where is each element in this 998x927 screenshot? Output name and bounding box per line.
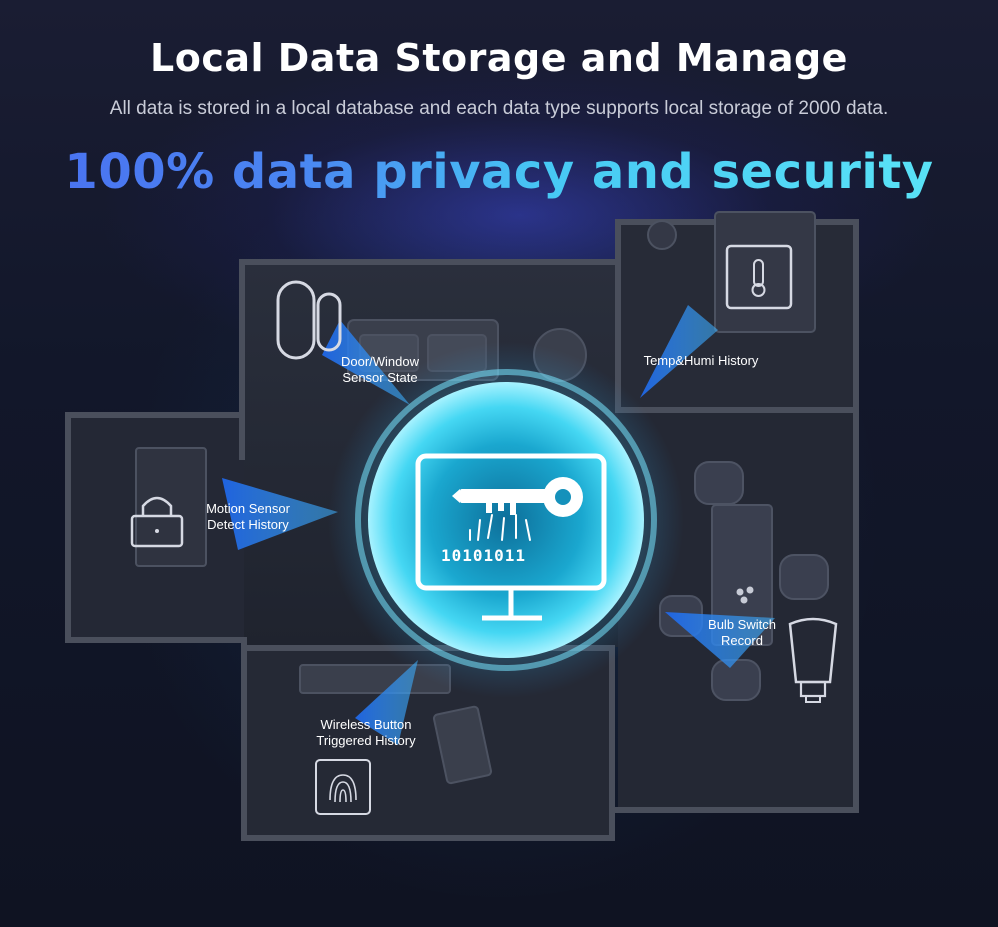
dining-chair — [711, 659, 761, 701]
bed — [714, 211, 816, 333]
thermometer-icon — [725, 244, 793, 310]
data-stream-lines — [469, 514, 531, 541]
beam-wireless — [355, 660, 418, 745]
label-line: Temp&Humi History — [643, 353, 759, 368]
nightstand — [647, 220, 677, 250]
beam-bulb — [665, 612, 775, 668]
privacy-tagline: 100% data privacy and security — [0, 144, 998, 200]
binary-code: 10101011 — [441, 546, 526, 565]
label-bulb-switch: Bulb Switch Record — [690, 617, 794, 649]
table-ornament — [736, 586, 754, 604]
page-title: Local Data Storage and Manage — [150, 36, 848, 80]
door-window-sensor-icon — [276, 280, 342, 360]
dining-furniture — [659, 461, 829, 701]
beam-temp-humi — [640, 305, 718, 398]
light-bulb-icon — [788, 617, 838, 703]
outer-wall — [65, 219, 859, 841]
label-line: Motion Sensor — [206, 501, 290, 516]
label-motion-sensor: Motion Sensor Detect History — [190, 501, 306, 533]
label-line: Bulb Switch — [708, 617, 776, 632]
monitor-icon — [415, 453, 607, 621]
page-subtitle: All data is stored in a local database a… — [109, 98, 889, 119]
label-temp-humi: Temp&Humi History — [628, 353, 774, 369]
label-line: Triggered History — [316, 733, 416, 748]
lock-icon — [130, 496, 184, 548]
label-door-window-sensor: Door/Window Sensor State — [320, 354, 440, 386]
signal-beams — [222, 305, 775, 745]
dining-chair — [779, 554, 829, 600]
dining-chair — [694, 461, 744, 505]
fingerprint-icon — [315, 759, 371, 815]
label-wireless-button: Wireless Button Triggered History — [300, 717, 432, 749]
label-line: Door/Window — [340, 354, 420, 369]
label-line: Sensor State — [342, 370, 418, 385]
secure-storage-orb — [328, 342, 684, 698]
label-line: Wireless Button — [320, 717, 412, 732]
cabinet — [432, 705, 493, 785]
label-line: Detect History — [207, 517, 289, 532]
beam-motion — [222, 478, 338, 550]
key-icon — [452, 477, 583, 517]
orb-ring — [355, 369, 657, 671]
beam-door-window — [322, 320, 410, 405]
label-line: Record — [721, 633, 763, 648]
